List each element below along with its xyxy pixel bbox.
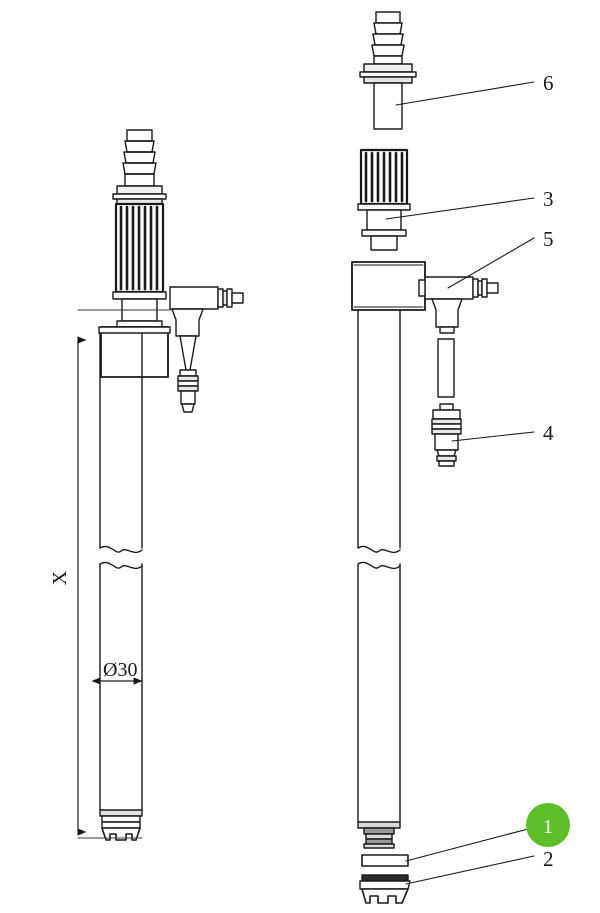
callout-label-6: 6 [543, 71, 554, 95]
exploded-probe-view [351, 11, 499, 904]
dimension-labels: X Ø30 [49, 570, 137, 681]
knurled-screw-cap-part [357, 148, 411, 251]
callout-label-5: 5 [543, 227, 554, 251]
leader-line-6 [395, 81, 535, 106]
leader-line-1 [405, 828, 529, 862]
side-valve-body-part [418, 276, 499, 334]
exploded-head-block-icon [351, 261, 426, 311]
leader-line-5 [447, 237, 535, 289]
quick-connect-coupling-part [431, 403, 462, 467]
callout-badge-1: 1 [526, 803, 570, 847]
callout-label-4: 4 [543, 421, 554, 445]
assembled-tube-upper-icon [99, 332, 143, 554]
assembled-drop-tube-icon [177, 335, 199, 413]
slotted-end-cap-part [359, 874, 411, 904]
exploded-tube-upper-icon [357, 309, 401, 554]
exploded-tube-lower-icon [357, 561, 401, 823]
assembled-probe-tip-icon [99, 809, 143, 841]
assembled-probe-view [77, 129, 244, 841]
flat-sealing-ring-part [361, 854, 409, 867]
assembled-tube-lower-icon [99, 561, 143, 811]
assembled-side-valve-icon [169, 286, 244, 337]
green-circle-badge [526, 803, 570, 847]
exploded-tube-thread-end-icon [357, 821, 401, 849]
assembled-hose-barb-icon [112, 129, 167, 205]
assembled-head-block-icon [98, 326, 171, 378]
callout-label-2: 2 [543, 847, 554, 871]
dimension-label-x: X [49, 570, 71, 585]
callout-leader-lines [385, 81, 535, 885]
callout-label-3: 3 [543, 187, 554, 211]
leader-line-3 [385, 197, 535, 220]
dimension-label-diameter: Ø30 [103, 659, 137, 681]
assembled-knurled-cap-icon [112, 202, 167, 328]
callout-labels: 6 3 5 4 1 2 [526, 71, 570, 871]
leader-line-2 [405, 855, 535, 885]
callout-label-1: 1 [543, 816, 553, 838]
overall-length-dimension [77, 309, 171, 839]
leader-line-4 [451, 431, 535, 442]
hose-barb-fitting-part [359, 11, 417, 130]
exploded-drop-tube-part [437, 338, 455, 398]
